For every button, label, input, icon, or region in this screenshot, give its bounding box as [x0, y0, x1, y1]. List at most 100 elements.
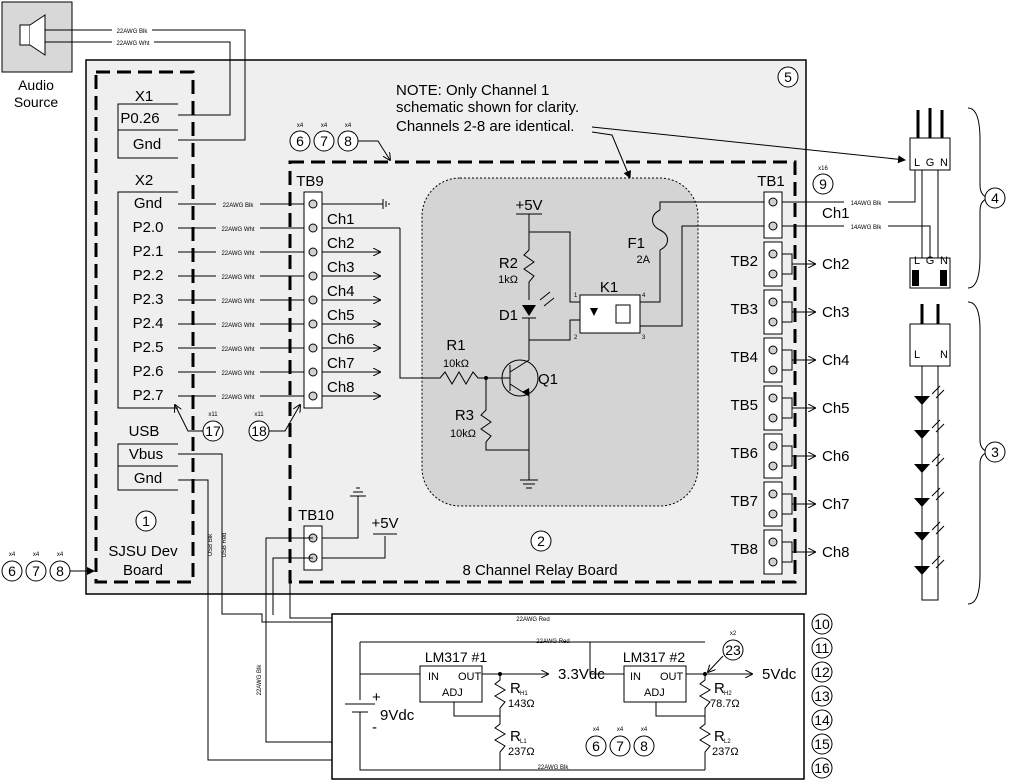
ref-1: 1: [142, 513, 150, 529]
svg-text:22AWG Red: 22AWG Red: [516, 617, 549, 623]
schematic-area: [421, 177, 699, 507]
svg-text:x4: x4: [617, 727, 624, 733]
svg-text:7: 7: [32, 563, 40, 579]
svg-text:8: 8: [640, 738, 648, 754]
svg-text:22AWG Blk: 22AWG Blk: [257, 664, 263, 696]
dev-board-pins: X1 P0.26 Gnd X2 Gnd P2.0 P2.1 P2.2 P2.3 …: [108, 88, 178, 579]
schematic: +5V R2 1kΩ D1 K1 1 2 3 4 F1 2A Q1 R1: [399, 197, 764, 489]
svg-text:F1: F1: [627, 235, 645, 252]
pin-p2-4: P2.4: [133, 315, 164, 332]
svg-text:Ch5: Ch5: [327, 307, 355, 324]
refs-bottom-left: x4 x4 x4 6 7 8: [1, 552, 95, 582]
svg-text:14AWG Blk: 14AWG Blk: [851, 225, 883, 231]
svg-text:x4: x4: [57, 552, 64, 558]
terminal-blocks: TB2 Ch2 TB3 Ch3 TB4 Ch4 TB5 Ch5: [730, 241, 850, 575]
gnd1-label: Gnd: [133, 136, 161, 153]
svg-text:R: R: [714, 728, 725, 745]
svg-text:x4: x4: [641, 727, 648, 733]
svg-text:Q1: Q1: [538, 371, 558, 388]
svg-text:x2: x2: [730, 631, 737, 637]
svg-text:x4: x4: [297, 123, 304, 129]
svg-text:x11: x11: [254, 412, 264, 418]
svg-text:schematic shown for clarity.: schematic shown for clarity.: [396, 99, 579, 116]
usb-label: USB: [129, 423, 160, 440]
svg-text:Ch4: Ch4: [822, 352, 850, 369]
relay-board-name: 8 Channel Relay Board: [462, 562, 617, 579]
svg-text:22AWG Wht: 22AWG Wht: [221, 299, 254, 305]
svg-text:USB Blk: USB Blk: [208, 533, 214, 556]
svg-text:78.7Ω: 78.7Ω: [710, 698, 740, 710]
svg-text:N: N: [940, 255, 948, 267]
svg-text:+5V: +5V: [515, 197, 542, 214]
svg-text:22AWG Wht: 22AWG Wht: [221, 323, 254, 329]
svg-text:22AWG Wht: 22AWG Wht: [221, 371, 254, 377]
svg-text:Ch8: Ch8: [822, 544, 850, 561]
x2-label: X2: [135, 172, 153, 189]
svg-text:23: 23: [725, 642, 741, 658]
audio-label-2: Source: [14, 94, 59, 110]
tb5: TB5 Ch5: [730, 385, 850, 431]
svg-text:LM317 #2: LM317 #2: [623, 649, 685, 665]
tb2: TB2 Ch2: [730, 241, 850, 287]
dev-board-outline: [94, 70, 195, 584]
svg-text:15: 15: [814, 736, 830, 752]
svg-text:L: L: [914, 255, 920, 267]
svg-text:1: 1: [574, 293, 578, 299]
svg-text:Ch1: Ch1: [327, 211, 355, 228]
note: NOTE: Only Channel 1 schematic shown for…: [396, 82, 579, 135]
svg-text:K1: K1: [600, 279, 618, 296]
svg-text:22AWG Blk: 22AWG Blk: [223, 203, 255, 209]
p026-label: P0.26: [120, 110, 159, 127]
svg-text:x16: x16: [818, 166, 828, 172]
vbus-label: Vbus: [129, 446, 163, 463]
pin-p2-6: P2.6: [133, 363, 164, 380]
relay-board-refs-top: x4 x4 x4 6 7 8: [289, 123, 390, 160]
audio-label-1: Audio: [18, 77, 54, 93]
svg-text:IN: IN: [630, 671, 641, 683]
svg-text:R: R: [510, 680, 521, 697]
tb9-channel-lines: [322, 227, 400, 396]
tb9-screws: [308, 199, 318, 401]
svg-text:8: 8: [56, 563, 64, 579]
tb6: TB6 Ch6: [730, 433, 850, 479]
svg-text:TB5: TB5: [730, 397, 758, 414]
svg-text:Ch4: Ch4: [327, 283, 355, 300]
ref-2: 2: [537, 533, 545, 549]
audio-source: Audio Source: [1, 1, 73, 110]
led-string: L N 3: [909, 301, 1006, 605]
pin-p2-2: P2.2: [133, 267, 164, 284]
tb3: TB3 Ch3: [730, 289, 850, 335]
svg-text:x4: x4: [33, 552, 40, 558]
svg-text:3: 3: [991, 444, 999, 460]
svg-text:TB6: TB6: [730, 445, 758, 462]
svg-text:8: 8: [344, 133, 352, 149]
svg-text:9Vdc: 9Vdc: [380, 707, 415, 724]
svg-text:14AWG Blk: 14AWG Blk: [851, 201, 883, 207]
tb1-ch1: Ch1: [822, 205, 850, 222]
svg-text:G: G: [926, 255, 935, 267]
svg-text:4: 4: [991, 190, 999, 206]
svg-text:14: 14: [814, 712, 830, 728]
svg-text:G: G: [926, 157, 935, 169]
regulator-circuit: 9Vdc + - LM317 #1 IN OUT ADJ 3.3Vdc R H1…: [345, 641, 797, 771]
ground-symbol: [382, 199, 390, 209]
pin-p2-7: P2.7: [133, 387, 164, 404]
svg-text:Ch3: Ch3: [327, 259, 355, 276]
svg-text:Ch6: Ch6: [822, 448, 850, 465]
svg-text:R: R: [714, 680, 725, 697]
svg-text:10: 10: [814, 616, 830, 632]
led-d1: [522, 305, 536, 316]
svg-text:D1: D1: [499, 307, 518, 324]
svg-text:22AWG Wht: 22AWG Wht: [221, 275, 254, 281]
svg-text:R3: R3: [455, 407, 474, 424]
svg-text:11: 11: [815, 640, 830, 656]
svg-text:Ch2: Ch2: [327, 235, 355, 252]
tb8: TB8 Ch8: [730, 529, 850, 575]
gnd2-label: Gnd: [134, 195, 162, 212]
svg-text:22AWG Wht: 22AWG Wht: [221, 251, 254, 257]
svg-text:Ch7: Ch7: [822, 496, 850, 513]
svg-text:Channels 2-8 are identical.: Channels 2-8 are identical.: [396, 118, 574, 135]
svg-text:143Ω: 143Ω: [508, 698, 535, 710]
dev-board-name-2: Board: [123, 562, 163, 579]
svg-text:R2: R2: [499, 255, 518, 272]
